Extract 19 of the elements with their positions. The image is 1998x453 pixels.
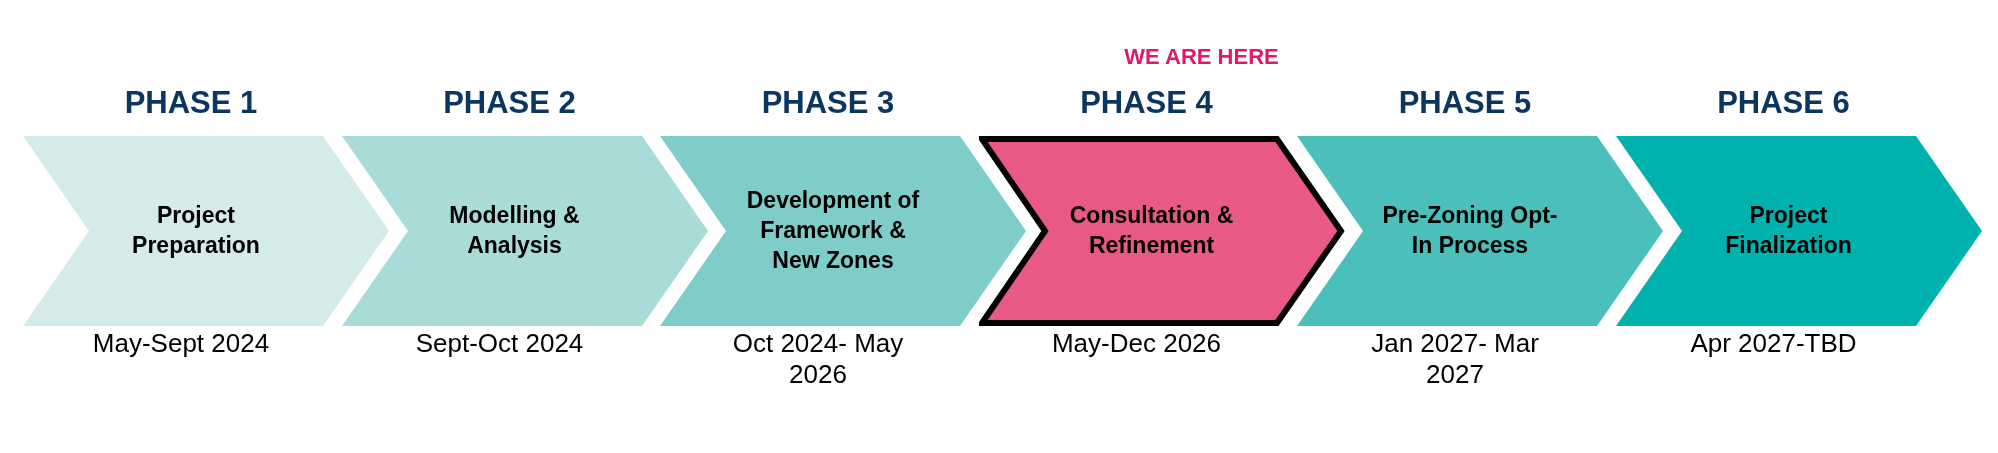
date-range: Oct 2024- May 2026 <box>731 328 905 391</box>
phase-heading: PHASE 1 <box>123 84 259 122</box>
phase-title: Project Finalization <box>1724 201 1853 260</box>
phase-title: Consultation & Refinement <box>1068 201 1235 260</box>
phase-heading: PHASE 5 <box>1397 84 1533 122</box>
phase-title: Development of Framework & New Zones <box>745 186 921 275</box>
date-range: Sept-Oct 2024 <box>414 328 585 360</box>
phase-heading: PHASE 2 <box>442 84 577 122</box>
phase-title: Modelling & Analysis <box>448 201 581 260</box>
phase-heading: PHASE 3 <box>760 84 896 122</box>
phase-heading: PHASE 6 <box>1716 84 1851 122</box>
date-range: May-Sept 2024 <box>91 328 271 360</box>
phase-heading: PHASE 4 <box>1079 84 1214 122</box>
phase-title: Pre-Zoning Opt-In Process <box>1381 201 1559 260</box>
date-range: May-Dec 2026 <box>1050 328 1223 360</box>
date-range: Jan 2027- Mar 2027 <box>1370 328 1540 391</box>
status-note: WE ARE HERE <box>1123 43 1280 71</box>
phase-title: Project Preparation <box>131 201 261 260</box>
date-range: Apr 2027-TBD <box>1689 328 1858 360</box>
